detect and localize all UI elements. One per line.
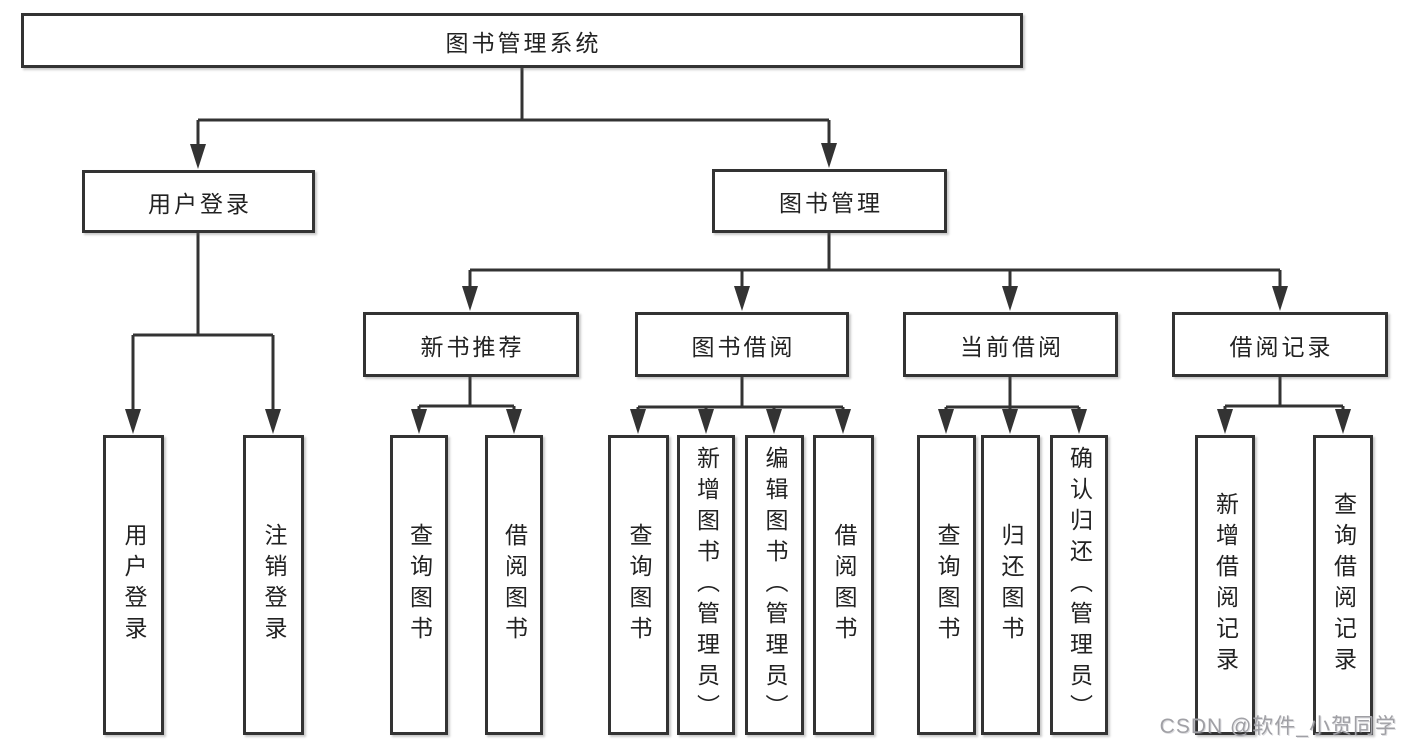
leaf-query-books-current: 查询图书	[917, 435, 976, 735]
leaf-query-borrow-record-label: 查询借阅记录	[1330, 492, 1357, 678]
leaf-return-books: 归还图书	[981, 435, 1040, 735]
leaf-query-books-recommend: 查询图书	[390, 435, 448, 735]
node-book-borrowing-label: 图书借阅	[691, 333, 796, 360]
node-user-login-label: 用户登录	[148, 190, 252, 217]
node-book-management: 图书管理	[712, 169, 947, 233]
leaf-logout-login: 注销登录	[243, 435, 304, 735]
node-user-login: 用户登录	[82, 170, 315, 233]
arrowheads	[125, 143, 1351, 434]
leaf-return-books-label: 归还图书	[998, 523, 1024, 647]
node-book-management-label: 图书管理	[779, 190, 883, 216]
leaf-query-books-borrowing: 查询图书	[608, 435, 669, 735]
leaf-user-login-label: 用户登录	[121, 523, 147, 647]
node-new-book-recommend: 新书推荐	[363, 312, 579, 377]
leaf-add-book-admin: 新增图书（管理员）	[677, 435, 735, 735]
leaf-query-books-borrowing-label: 查询图书	[626, 523, 652, 647]
leaf-user-login: 用户登录	[103, 435, 164, 735]
leaf-confirm-return-admin-label: 确认归还（管理员）	[1066, 445, 1093, 725]
node-current-borrowing-label: 当前借阅	[960, 333, 1064, 360]
leaf-query-borrow-record: 查询借阅记录	[1313, 435, 1373, 735]
leaf-borrow-books-label: 借阅图书	[831, 523, 857, 647]
node-new-book-recommend-label: 新书推荐	[420, 333, 525, 360]
watermark-text: CSDN @软件_小贺同学	[1159, 715, 1397, 738]
leaf-add-borrow-record-label: 新增借阅记录	[1212, 492, 1239, 678]
leaf-edit-book-admin: 编辑图书（管理员）	[745, 435, 804, 735]
leaf-add-borrow-record: 新增借阅记录	[1195, 435, 1255, 735]
leaf-edit-book-admin-label: 编辑图书（管理员）	[762, 445, 788, 725]
node-book-borrowing: 图书借阅	[635, 312, 849, 377]
leaf-confirm-return-admin: 确认归还（管理员）	[1050, 435, 1108, 735]
leaf-query-books-current-label: 查询图书	[934, 523, 960, 647]
leaf-logout-login-label: 注销登录	[261, 523, 287, 647]
node-root-label: 图书管理系统	[445, 29, 602, 56]
node-borrowing-records-label: 借阅记录	[1229, 333, 1334, 360]
leaf-borrow-books-recommend: 借阅图书	[485, 435, 543, 735]
leaf-borrow-books: 借阅图书	[813, 435, 874, 735]
node-root: 图书管理系统	[21, 13, 1023, 68]
leaf-borrow-books-recommend-label: 借阅图书	[501, 523, 528, 647]
leaf-add-book-admin-label: 新增图书（管理员）	[693, 445, 720, 725]
node-borrowing-records: 借阅记录	[1172, 312, 1388, 377]
leaf-query-books-recommend-label: 查询图书	[406, 523, 433, 647]
node-current-borrowing: 当前借阅	[903, 312, 1118, 377]
